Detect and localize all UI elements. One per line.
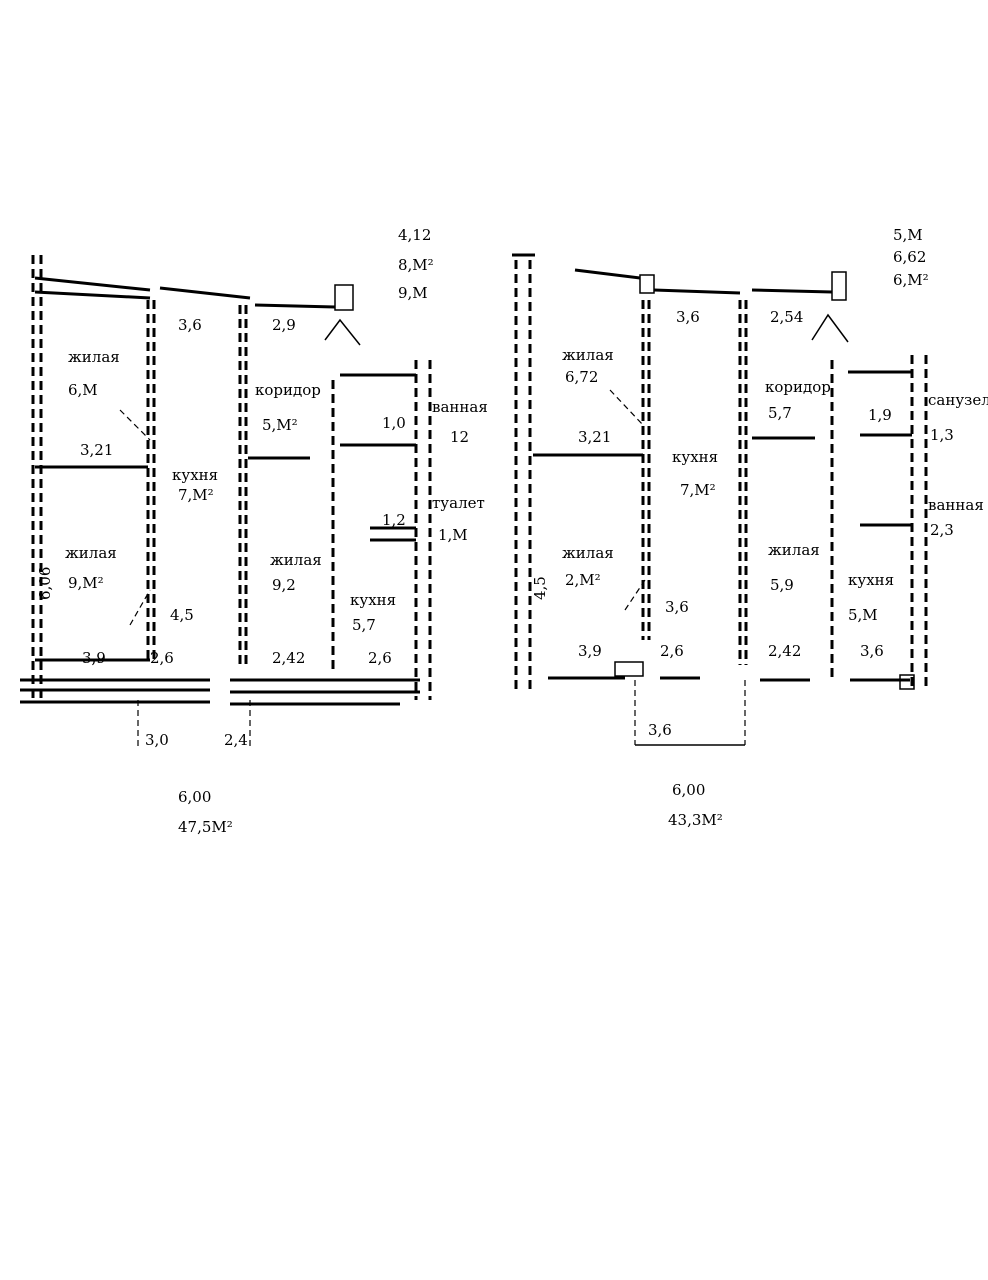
dimension-label: 3,6 xyxy=(676,308,700,326)
room-name: кухня xyxy=(172,466,218,484)
door-swing xyxy=(129,589,151,626)
dimension-label: 2,6 xyxy=(660,642,684,660)
caption: 6,00 xyxy=(672,781,705,799)
door-swing xyxy=(624,579,646,611)
room-area: 5,9 xyxy=(770,576,794,594)
room-name: жилая xyxy=(68,348,120,366)
door-swing xyxy=(811,313,849,343)
dimension-label: 2,6 xyxy=(368,649,392,667)
corner-label: 6,М² xyxy=(893,271,929,289)
room-area: 5,7 xyxy=(768,404,792,422)
room-name: жилая xyxy=(562,346,614,364)
dimension-label: 3,0 xyxy=(145,731,169,749)
room-area: 2,М² xyxy=(565,571,601,589)
room-area: 5,М xyxy=(848,606,878,624)
door-swing xyxy=(119,409,151,441)
wall xyxy=(254,303,336,309)
room-area: 9,2 xyxy=(272,576,296,594)
caption: 6,00 xyxy=(178,788,211,806)
wall xyxy=(751,288,833,294)
room-name: туалет xyxy=(432,494,485,512)
room-area: 5,М² xyxy=(262,416,298,434)
dimension-label: 2,42 xyxy=(272,649,305,667)
room-name: жилая xyxy=(65,544,117,562)
wall xyxy=(159,286,251,300)
corner-label: 8,М² xyxy=(398,256,434,274)
room-area: 6,72 xyxy=(565,368,598,386)
wall xyxy=(34,276,151,292)
room-name: кухня xyxy=(672,448,718,466)
room-area: 1,М xyxy=(438,526,468,544)
wall xyxy=(653,288,741,295)
caption-total-area: 43,3М² xyxy=(668,811,723,829)
wall xyxy=(34,290,151,300)
door-swing xyxy=(609,389,644,426)
room-area: 2,3 xyxy=(930,521,954,539)
dimension-label: 2,9 xyxy=(272,316,296,334)
dimension-label: 3,9 xyxy=(578,642,602,660)
room-name: санузел xyxy=(928,391,988,409)
room-area: 7,М² xyxy=(680,481,716,499)
dimension-label: 3,6 xyxy=(665,598,689,616)
corner-label: 6,62 xyxy=(893,248,926,266)
room-area: 7,М² xyxy=(178,486,214,504)
dimension-label: 3,6 xyxy=(648,721,672,739)
room-name: кухня xyxy=(848,571,894,589)
corner-label: 9,М xyxy=(398,284,428,302)
column xyxy=(614,661,644,677)
dimension-label: 3,6 xyxy=(860,642,884,660)
column xyxy=(639,274,655,294)
floor-plan-left: 4,12 8,М² 9,М жилая 6,М кухня 7,М² корид… xyxy=(20,226,488,836)
dimension-label: 2,54 xyxy=(770,308,803,326)
dimension-label: 3,9 xyxy=(82,649,106,667)
dimension-label: 2,4 xyxy=(224,731,248,749)
dimension-label: 4,5 xyxy=(170,606,194,624)
room-name: жилая xyxy=(562,544,614,562)
dimension-label: 1,0 xyxy=(382,414,406,432)
room-area: 5,7 xyxy=(352,616,376,634)
dimension-label: 2,6 xyxy=(150,649,174,667)
door-swing xyxy=(324,318,361,346)
room-name: коридор xyxy=(765,378,831,396)
column xyxy=(334,284,354,311)
dimension-label: 3,21 xyxy=(80,441,113,459)
room-name: кухня xyxy=(350,591,396,609)
room-name: жилая xyxy=(270,551,322,569)
dimension-label: 2,42 xyxy=(768,642,801,660)
dimension-label: 3,6 xyxy=(178,316,202,334)
room-name: коридор xyxy=(255,381,321,399)
room-area: 12 xyxy=(450,428,469,446)
dimension-label: 6,06 xyxy=(36,567,54,600)
column xyxy=(899,674,915,690)
room-area: 6,М xyxy=(68,381,98,399)
wall xyxy=(574,268,641,280)
dimension-label: 1,9 xyxy=(868,406,892,424)
dimension-label: 1,2 xyxy=(382,511,406,529)
room-name: ванная xyxy=(928,496,984,514)
corner-label: 5,М xyxy=(893,226,923,244)
room-name: жилая xyxy=(768,541,820,559)
corner-label: 4,12 xyxy=(398,226,431,244)
dimension-label: 3,21 xyxy=(578,428,611,446)
column xyxy=(831,271,847,301)
room-name: ванная xyxy=(432,398,488,416)
floor-plan-right: 5,М 6,62 6,М² жилая 6,72 кухня 7,М² кори… xyxy=(512,226,988,829)
dimension-label: 4,5 xyxy=(531,576,549,600)
room-area: 9,М² xyxy=(68,574,104,592)
room-area: 1,3 xyxy=(930,426,954,444)
caption-total-area: 47,5М² xyxy=(178,818,233,836)
